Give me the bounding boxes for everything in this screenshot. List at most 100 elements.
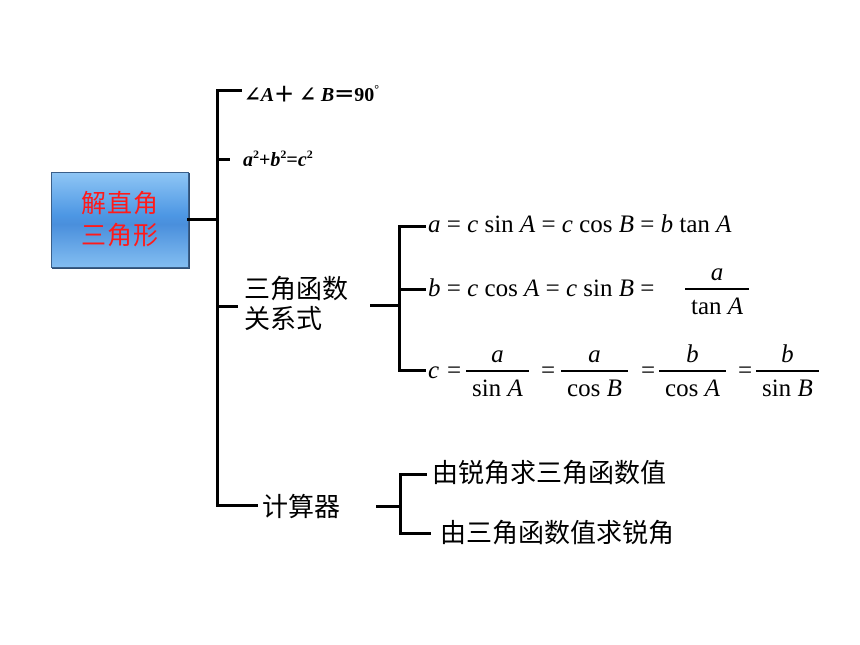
f2-cos: cos bbox=[478, 275, 525, 302]
f3-eq-2: = bbox=[641, 356, 655, 386]
f3-fraction-1: a sin A bbox=[466, 340, 529, 406]
calculator-label: 计算器 bbox=[262, 492, 341, 522]
var-b: b bbox=[270, 149, 281, 171]
f1-eq3: = bbox=[634, 211, 661, 238]
f3-fr3-den: cos A bbox=[659, 372, 726, 406]
trig-relations-label: 三角函数 关系式 bbox=[244, 274, 348, 334]
f2-fraction: a tan A bbox=[685, 258, 750, 324]
trig-formula-2: b = c cos A = c sin B = bbox=[428, 274, 654, 304]
f3-eq-3: = bbox=[738, 356, 752, 386]
f3-fr4-den: sin B bbox=[756, 372, 819, 406]
f3-eq-3-text: = bbox=[738, 357, 753, 384]
trig-formula-1: a = c sin A = c cos B = b tan A bbox=[428, 210, 731, 240]
trig-label-line2: 关系式 bbox=[244, 304, 323, 334]
connector-branch-3 bbox=[216, 305, 238, 308]
exp-a: 2 bbox=[253, 147, 259, 161]
root-label-line2: 三角形 bbox=[80, 222, 159, 250]
plus-sign: + bbox=[259, 149, 271, 171]
exp-c: 2 bbox=[306, 147, 313, 161]
connector-branch-2 bbox=[216, 158, 230, 161]
f3-fr4-num: b bbox=[781, 341, 794, 368]
root-node: 解直角 三角形 bbox=[51, 172, 189, 268]
f3-fr4-var: B bbox=[797, 374, 813, 402]
f1-b: b bbox=[660, 211, 674, 238]
equals-sign: = bbox=[286, 149, 298, 171]
f3-c: c bbox=[428, 357, 440, 384]
f3-fraction-3: b cos A bbox=[659, 340, 726, 406]
f3-eq-0: = bbox=[447, 356, 461, 386]
f2-eq1: = bbox=[440, 275, 468, 302]
angle-b: B bbox=[320, 84, 335, 106]
f2-eq3: = bbox=[634, 275, 655, 302]
f1-B: B bbox=[618, 211, 635, 238]
connector-trig-3 bbox=[398, 369, 426, 372]
f3-fr1-den: sin A bbox=[466, 372, 529, 406]
f3-fr3-bar bbox=[659, 370, 726, 372]
var-c: c bbox=[297, 149, 307, 171]
connector-calc-1 bbox=[399, 473, 427, 476]
f3-fr2-num: a bbox=[588, 341, 601, 368]
f1-eq1: = bbox=[440, 211, 468, 238]
f1-cos: cos bbox=[572, 211, 619, 238]
f3-fr1-bar bbox=[466, 370, 529, 372]
f1-A1: A bbox=[519, 211, 536, 238]
f1-tan: tan bbox=[673, 211, 717, 238]
connector-root bbox=[187, 218, 219, 221]
f2-b: b bbox=[428, 275, 441, 302]
angle-sum-formula: ∠A＋ ∠ B＝90° bbox=[244, 78, 379, 107]
calc-child-value-to-angle: 由三角函数值求锐角 bbox=[440, 518, 675, 548]
f1-c1: c bbox=[467, 211, 479, 238]
f3-fr1-fn: sin bbox=[472, 374, 508, 402]
f3-eq-1: = bbox=[541, 356, 555, 386]
f1-eq2: = bbox=[535, 211, 562, 238]
angle-a: ∠A bbox=[244, 84, 275, 106]
f3-fr1-num: a bbox=[491, 341, 504, 368]
f3-fr2-fn: cos bbox=[567, 374, 607, 402]
calc-child-angle-to-value: 由锐角求三角函数值 bbox=[432, 458, 667, 488]
f2-eq2: = bbox=[539, 275, 566, 302]
connector-trig-2 bbox=[398, 288, 426, 291]
f3-lhs: c bbox=[428, 356, 439, 386]
f2-frac-num: a bbox=[710, 259, 724, 286]
f2-den-var: A bbox=[727, 292, 744, 320]
connector-trig-1 bbox=[398, 225, 426, 228]
pythagorean-formula: a2+b2=c2 bbox=[243, 147, 313, 172]
connector-trig-vertical bbox=[398, 225, 401, 371]
f3-eq-2-text: = bbox=[641, 357, 656, 384]
f1-sin: sin bbox=[478, 211, 520, 238]
f1-a: a bbox=[428, 211, 441, 238]
plus-angle: ＋ ∠ bbox=[274, 84, 321, 106]
f3-fraction-4: b sin B bbox=[756, 340, 819, 406]
connector-trig-stub bbox=[370, 304, 400, 307]
f2-c2: c bbox=[565, 275, 578, 302]
var-a: a bbox=[243, 149, 253, 171]
f3-eq-1-text: = bbox=[541, 357, 556, 384]
f3-fr3-var: A bbox=[704, 374, 720, 402]
degree-sign: ° bbox=[374, 82, 380, 96]
connector-calc-2 bbox=[399, 532, 431, 535]
f3-eq-0-text: = bbox=[447, 357, 462, 384]
f1-c2: c bbox=[561, 211, 573, 238]
f1-A2: A bbox=[716, 211, 732, 238]
f3-fraction-2: a cos B bbox=[561, 340, 628, 406]
f2-A1: A bbox=[524, 275, 540, 302]
equals-ninety: ＝90 bbox=[334, 84, 375, 106]
f3-fr3-num: b bbox=[686, 341, 699, 368]
connector-main-vertical bbox=[216, 89, 219, 506]
f2-frac-bar bbox=[685, 288, 750, 290]
f2-den-fn: tan bbox=[691, 292, 728, 320]
f3-fr1-var: A bbox=[507, 374, 523, 402]
f2-c1: c bbox=[467, 275, 479, 302]
trig-label-line1: 三角函数 bbox=[244, 274, 349, 304]
connector-branch-1 bbox=[216, 89, 242, 92]
f2-B: B bbox=[618, 275, 635, 302]
f3-fr2-bar bbox=[561, 370, 628, 372]
f3-fr4-bar bbox=[756, 370, 819, 372]
f2-frac-den: tan A bbox=[685, 290, 749, 324]
connector-calc-stub bbox=[376, 505, 402, 508]
connector-calc-vertical bbox=[399, 473, 402, 535]
f3-fr3-fn: cos bbox=[665, 374, 705, 402]
f3-fr4-fn: sin bbox=[762, 374, 798, 402]
f3-fr2-den: cos B bbox=[561, 372, 628, 406]
